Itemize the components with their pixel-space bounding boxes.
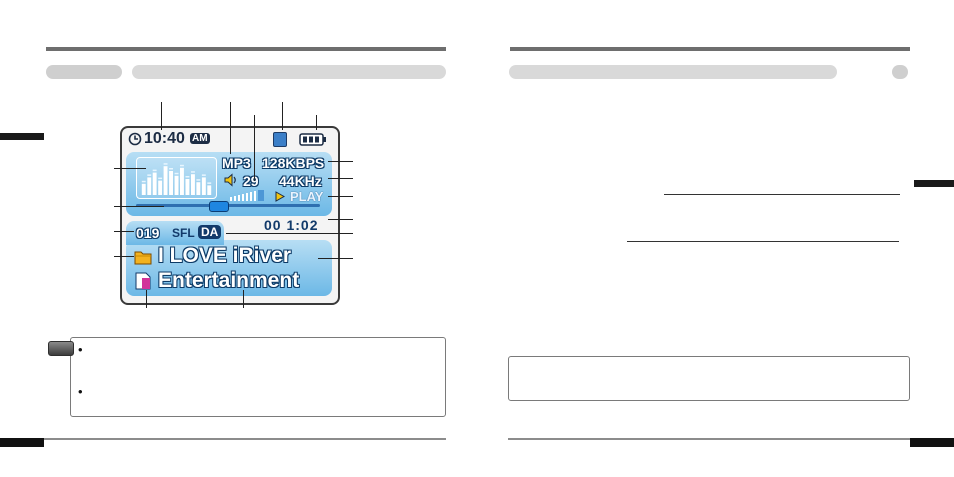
lock-icon (273, 132, 287, 147)
left-page-number-block (0, 438, 44, 447)
clock-time: 10:40 (144, 130, 185, 147)
left-section-heading-cap (46, 65, 122, 79)
spectrum-peak (207, 182, 212, 184)
track-number: 019 (136, 225, 160, 241)
right-page-number-block (910, 438, 954, 447)
spectrum-bar (152, 172, 157, 195)
spectrum-peak (174, 172, 179, 175)
note-bullet-1: • (78, 342, 83, 357)
folder-icon (134, 251, 152, 265)
spectrum-bar (185, 179, 190, 195)
callout-folder (114, 256, 134, 257)
right-note-box (508, 356, 910, 401)
music-file-icon (135, 272, 151, 290)
callout-codec (230, 102, 231, 154)
ampm-badge: AM (190, 133, 210, 144)
seek-thumb[interactable] (209, 201, 230, 212)
elapsed-time: 00 1:02 (264, 217, 319, 233)
mode-prefix: SFL (172, 226, 195, 240)
callout-file-name (243, 290, 244, 308)
spectrum-peak (180, 164, 184, 167)
spectrum-bar (163, 166, 168, 195)
folder-name: I LOVE iRiver (158, 244, 292, 267)
right-section-heading-bar (509, 65, 837, 79)
callout-play (328, 196, 353, 197)
spectrum-bar (201, 177, 206, 195)
spectrum-peak (191, 171, 195, 173)
sample-rate-label: 44KHz (279, 173, 322, 189)
track-info-panel (126, 240, 332, 296)
bitrate-label: 128KBPS (262, 155, 325, 171)
left-side-tab (0, 133, 44, 140)
speaker-icon (224, 173, 236, 187)
right-page-top-rule (510, 47, 910, 51)
file-name: Entertainment (158, 269, 300, 292)
spectrum-peak (141, 180, 146, 183)
callout-lock (282, 102, 283, 130)
callout-battery (316, 115, 317, 130)
spectrum-peak (169, 168, 173, 170)
right-side-tab (914, 180, 954, 187)
lcd-screen: 10:40 AM MP3 128KBPS 29 44KHz PLAY 00 1:… (120, 126, 340, 305)
volume-level-bars (230, 190, 264, 201)
callout-clock (161, 102, 162, 130)
clock-icon (128, 132, 142, 146)
right-fill-line-2 (627, 241, 899, 242)
right-section-heading-cap (892, 65, 908, 79)
left-page-bottom-rule (0, 438, 446, 440)
spectrum-peak (196, 179, 201, 181)
callout-track-number (114, 231, 134, 232)
mode-suffix-badge: DA (198, 225, 222, 239)
spectrum-analyzer (136, 157, 217, 199)
callout-name (318, 258, 353, 259)
callout-seek (114, 206, 164, 207)
spectrum-peak (163, 163, 168, 165)
spectrum-peak (147, 174, 152, 176)
spectrum-bar (147, 177, 152, 195)
left-note-box (70, 337, 446, 417)
codec-label: MP3 (222, 155, 251, 171)
right-page-bottom-rule (508, 438, 954, 440)
note-icon (48, 341, 74, 356)
spectrum-peak (152, 169, 157, 172)
spectrum-bar (174, 175, 179, 195)
spectrum-peak (201, 174, 206, 176)
battery-icon (299, 133, 326, 146)
spectrum-peak (185, 176, 190, 178)
callout-spectrum (114, 168, 146, 169)
callout-file-icon (146, 290, 147, 308)
note-bullet-2: • (78, 384, 83, 399)
left-section-heading-bar (132, 65, 446, 79)
spectrum-bar (141, 183, 146, 195)
play-icon (275, 191, 285, 202)
play-state-label: PLAY (290, 189, 324, 204)
spectrum-bar (191, 174, 195, 195)
callout-elapsed (328, 219, 353, 220)
callout-sample-rate (328, 178, 353, 179)
spectrum-bar (158, 180, 163, 195)
callout-volume (254, 115, 255, 181)
right-fill-line-1 (664, 194, 900, 195)
left-page-top-rule (46, 47, 446, 51)
spectrum-peak (158, 177, 163, 180)
spectrum-bar (169, 171, 173, 195)
volume-value: 29 (243, 173, 259, 189)
spectrum-bars (141, 163, 212, 195)
spectrum-bar (196, 182, 201, 195)
spectrum-bar (180, 167, 184, 195)
spectrum-bar (207, 185, 212, 195)
callout-bitrate (328, 161, 353, 162)
callout-mode (226, 233, 353, 234)
